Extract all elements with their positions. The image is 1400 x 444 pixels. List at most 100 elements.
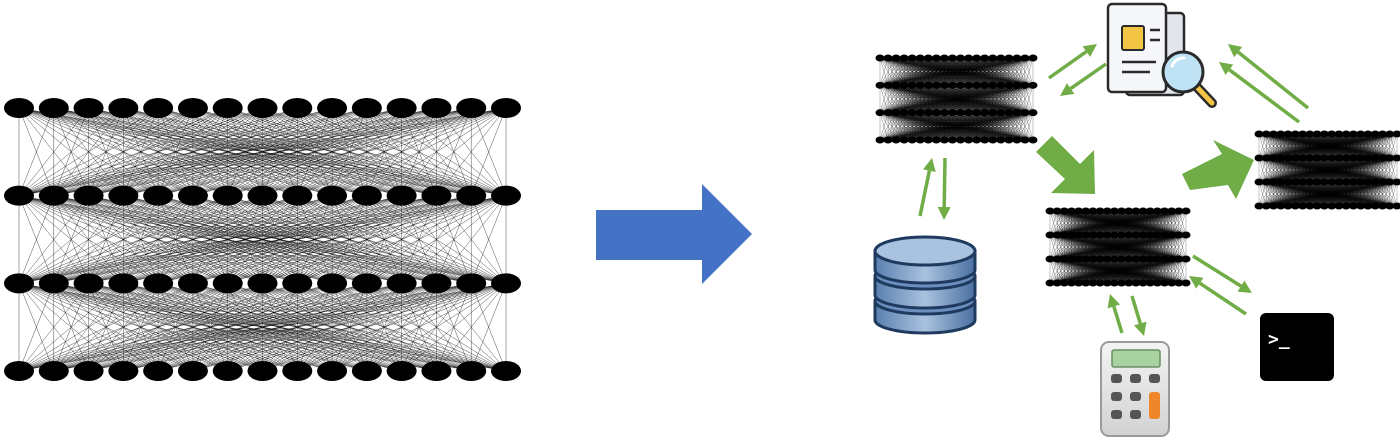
neuron [1138,279,1148,287]
neuron [1385,178,1395,186]
neuron [1298,154,1308,162]
exchange-arrow-shaft [1047,50,1088,80]
neuron [1131,207,1141,215]
neuron [1074,279,1084,287]
neuron [1377,130,1387,138]
neuron [1385,202,1395,210]
exchange-arrow-head [1228,44,1243,58]
neuron [421,273,452,294]
neuron [491,185,521,206]
neuron [1012,136,1022,144]
neuron [1167,207,1177,215]
neuron [1160,207,1170,215]
neuron [386,185,417,206]
neuron [1095,279,1105,287]
neuron [1152,279,1162,287]
neuron [972,81,982,89]
neuron [282,361,313,381]
neuron [1348,202,1358,210]
neuron [212,185,243,206]
neuron [1045,207,1055,215]
neuron [456,98,487,118]
neuron [915,81,925,89]
neuron [1124,207,1134,215]
neuron [1088,255,1098,263]
neuron [1167,255,1177,263]
neuron [1145,231,1155,239]
neuron [1276,202,1286,210]
neuron [1181,279,1191,287]
neuron [386,361,417,381]
neuron [1088,207,1098,215]
neuron [73,273,104,294]
neuron [1109,207,1119,215]
neuron [1181,255,1191,263]
neuron [1138,255,1148,263]
neuron [247,361,278,381]
neuron [351,98,382,118]
neuron [1385,130,1395,138]
neuron [1283,154,1293,162]
neuron [1363,178,1373,186]
neuron [73,361,104,381]
neuron [1160,279,1170,287]
neuron [1059,231,1069,239]
neuron [980,81,990,89]
neuron [899,54,909,62]
neuron [1102,279,1112,287]
neuron [143,98,174,118]
neuron [1109,279,1119,287]
neuron [1283,202,1293,210]
neuron [1312,154,1322,162]
flow-arrow-net-b-to-net-c [1182,140,1254,199]
neuron [4,361,34,381]
neuron [907,136,917,144]
neuron [1028,54,1038,62]
neuron [1045,231,1055,239]
neuron [1356,202,1366,210]
neuron [931,54,941,62]
neuron [1004,136,1014,144]
neuron [1020,54,1030,62]
neuron [923,81,933,89]
neuron [177,273,208,294]
neuron [883,136,893,144]
neuron [1392,202,1400,210]
neuron [386,273,417,294]
neuron [1305,202,1315,210]
neuron [875,136,885,144]
neuron [1298,202,1308,210]
neuron [956,109,966,117]
neuron [1392,178,1400,186]
neuron [1276,178,1286,186]
neuron [1348,178,1358,186]
neuron [1160,255,1170,263]
neuron [1138,207,1148,215]
neuron [1370,154,1380,162]
neuron [4,98,34,118]
neuron [1145,255,1155,263]
exchange-arrow-head [923,158,936,173]
neuron [1117,207,1127,215]
neuron [1283,130,1293,138]
neuron [980,136,990,144]
neuron [1276,130,1286,138]
neuron [1356,130,1366,138]
small-neural-network-b [1045,207,1191,287]
neuron [177,361,208,381]
large-network-connections [18,107,507,372]
neuron [1124,279,1134,287]
neuron [1341,202,1351,210]
neuron [1327,130,1337,138]
neuron [1167,279,1177,287]
neuron [1131,231,1141,239]
neuron [1327,178,1337,186]
neuron [1319,130,1329,138]
neuron [1117,279,1127,287]
neuron [931,136,941,144]
small-network-net-c-connections [1258,133,1398,207]
neuron [1174,279,1184,287]
neuron [1269,130,1279,138]
neuron [1305,178,1315,186]
